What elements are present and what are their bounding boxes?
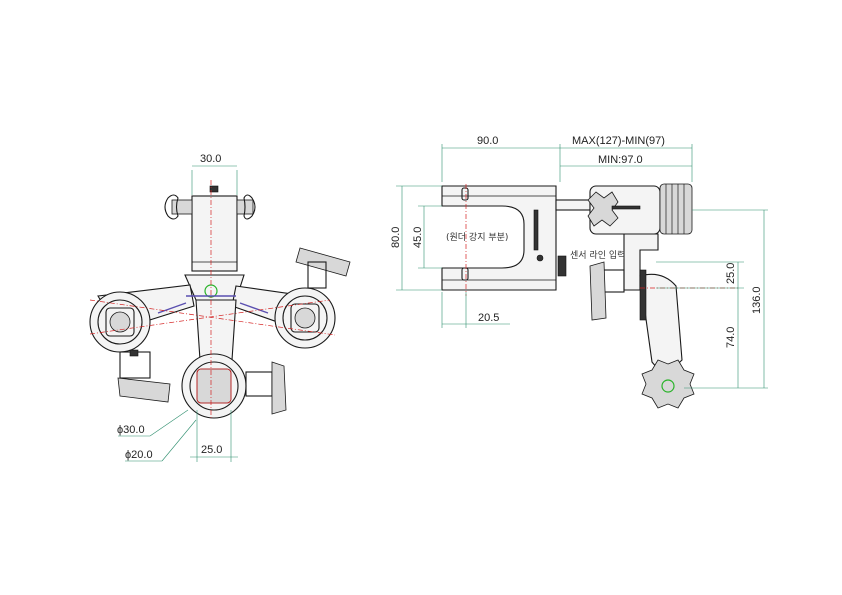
purple-left-line — [157, 302, 187, 314]
top-right-knob — [236, 194, 256, 220]
dim-dia-20: ϕ20.0 — [125, 449, 153, 461]
dia30-leader — [149, 409, 189, 437]
clamp-top-slot — [461, 187, 469, 201]
right-knob-cap — [294, 307, 316, 329]
right-square — [290, 303, 320, 333]
dim-bottom-25: 25.0 — [201, 444, 222, 456]
lower-arm — [195, 299, 237, 361]
slide-label — [611, 205, 641, 210]
clamp-body — [441, 185, 557, 291]
big-knurl-knob — [659, 183, 693, 235]
column-top-screw — [209, 185, 219, 193]
swing-arm-slot — [639, 269, 647, 321]
clamp-label-plate — [533, 209, 539, 251]
dim-right-74: 74.0 — [725, 327, 737, 348]
right-ring-inner — [282, 295, 328, 341]
left-ring-inner — [97, 299, 143, 345]
bottom-ring-inner — [189, 361, 239, 411]
bottom-star-knob — [641, 359, 695, 409]
slide-star-knob — [587, 191, 619, 227]
dim-front-top-width: 30.0 — [200, 153, 221, 165]
dim-height-inner: 45.0 — [412, 227, 424, 248]
left-knob-cap — [109, 311, 131, 333]
sensor-port — [557, 255, 567, 277]
left-lower-knob — [117, 349, 171, 403]
top-left-knob — [164, 194, 193, 220]
dim-side-width: 90.0 — [477, 135, 498, 147]
dim-min-value: MIN:97.0 — [598, 154, 643, 166]
right-top-knob — [295, 247, 351, 289]
mid-knob — [589, 261, 625, 321]
dia20-leader — [161, 419, 197, 462]
left-square — [105, 307, 135, 337]
bottom-right-knob — [245, 361, 287, 415]
clamp-bottom-slot — [461, 267, 469, 281]
label-clamp-area: (원더 강지 부분) — [446, 232, 508, 243]
dim-bottom-offset: 20.5 — [478, 312, 499, 324]
purple-right-line — [239, 302, 269, 314]
dim-dia-30: ϕ30.0 — [117, 424, 145, 436]
front-view: 30.0 — [89, 153, 351, 462]
side-view: 90.0 MAX(127)-MIN(97) MIN:97.0 (원더 강지 부분… — [390, 135, 768, 409]
bottom-square — [196, 368, 232, 404]
dim-right-25: 25.0 — [725, 263, 737, 284]
bottom-square-highlight — [196, 368, 232, 404]
centerline-diagonal-right — [89, 299, 336, 336]
label-sensor-line: 센서 라인 입력 — [570, 249, 625, 261]
slide-bar — [555, 199, 591, 211]
dim-height-total: 80.0 — [390, 227, 402, 248]
dim-right-136: 136.0 — [751, 286, 763, 314]
center-column — [191, 195, 238, 272]
clamp-screw — [536, 254, 544, 262]
star-knob-marker — [661, 379, 675, 393]
dim-max-min: MAX(127)-MIN(97) — [572, 135, 665, 147]
